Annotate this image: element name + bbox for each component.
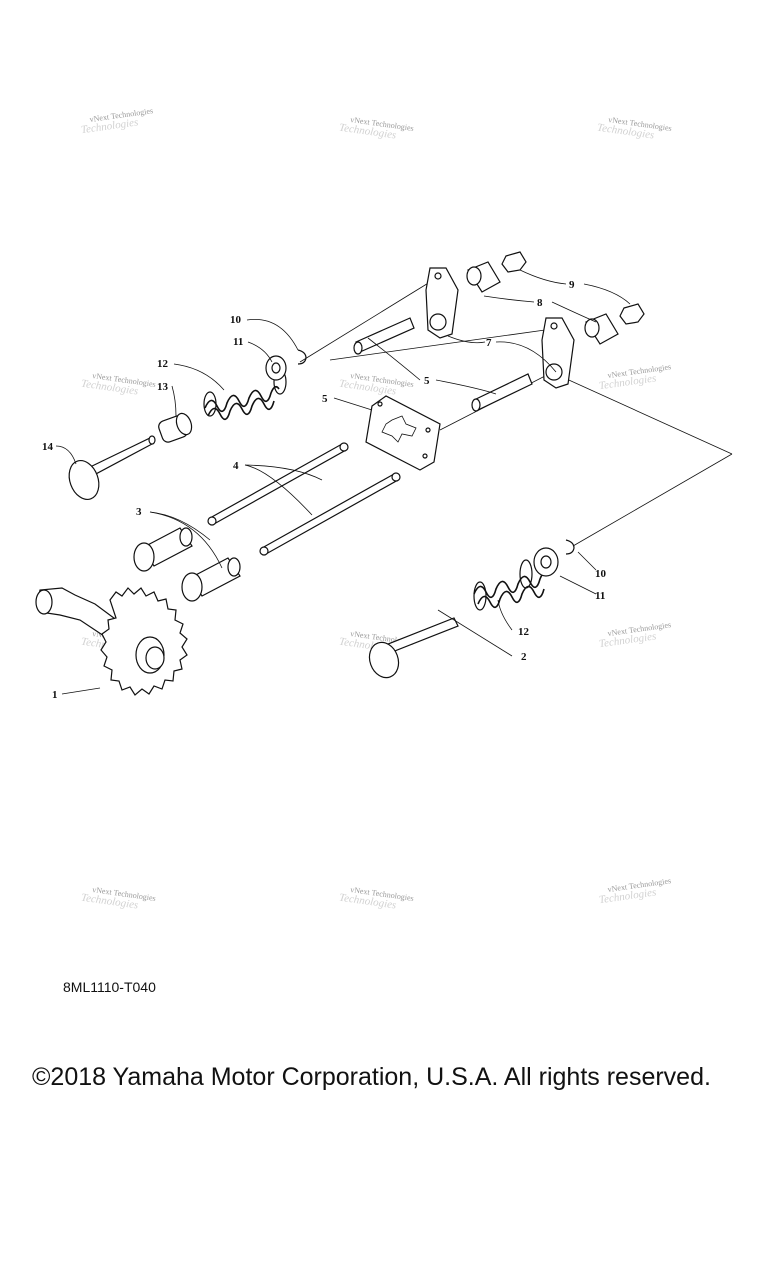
- callout-2: 2: [521, 651, 527, 663]
- callout-5-plate: 5: [322, 393, 328, 405]
- rocker-arm-upper: [425, 267, 459, 339]
- valve-cotter-lower: [565, 539, 575, 555]
- camshaft-gear: [35, 587, 188, 696]
- callout-3: 3: [136, 506, 142, 518]
- callouts: 1 2 3 4 5 5 7 8 9 10 10 11 11 12 12 13 1…: [42, 279, 607, 701]
- rocker-nut-upper: [501, 251, 527, 273]
- callout-10-upper: 10: [230, 314, 242, 326]
- valve-cotter-upper: [297, 349, 307, 365]
- valve-tappets: [133, 527, 241, 602]
- copyright-notice: ©2018 Yamaha Motor Corporation, U.S.A. A…: [32, 1063, 711, 1091]
- rocker-stud-lower: [471, 373, 533, 412]
- callout-14: 14: [42, 441, 54, 453]
- push-rod-guide-plate: [365, 395, 441, 471]
- callout-9: 9: [569, 279, 575, 291]
- valve-seal: [158, 412, 193, 443]
- assembly-lines: [299, 281, 733, 547]
- valve-lower: [368, 617, 459, 679]
- rocker-pivot-lower: [584, 313, 619, 345]
- callout-10-lower: 10: [595, 568, 607, 580]
- valve-spring-lower: [473, 559, 549, 611]
- rocker-nut-lower: [619, 303, 645, 325]
- callout-4: 4: [233, 460, 239, 472]
- diagram-code: 8ML1110-T040: [63, 979, 156, 995]
- push-rods: [207, 442, 401, 556]
- callout-13: 13: [157, 381, 169, 393]
- callout-7: 7: [486, 337, 492, 349]
- leader-lines: [55, 269, 631, 695]
- callout-12-upper: 12: [157, 358, 169, 370]
- callout-8: 8: [537, 297, 543, 309]
- spring-retainer-upper: [265, 355, 287, 381]
- callout-5-stud: 5: [424, 375, 430, 387]
- callout-11-lower: 11: [595, 590, 605, 602]
- watermark-grid: Technologies vNext Technologies Technolo…: [80, 106, 672, 911]
- valve-upper: [68, 435, 156, 500]
- callout-1: 1: [52, 689, 58, 701]
- callout-12-lower: 12: [518, 626, 530, 638]
- rocker-arm-lower: [541, 317, 575, 389]
- spring-retainer-lower: [533, 547, 559, 577]
- rocker-pivot-upper: [466, 261, 501, 293]
- rocker-stud-upper: [353, 317, 415, 355]
- callout-11-upper: 11: [233, 336, 243, 348]
